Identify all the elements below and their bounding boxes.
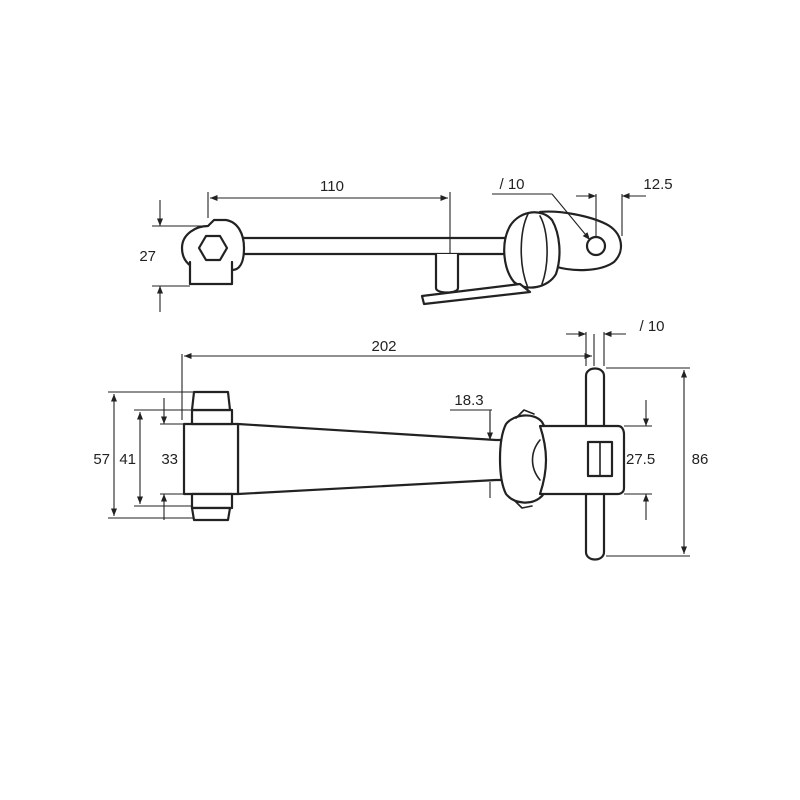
dim-86-label: 86 [692, 451, 709, 468]
dim-202-label: 202 [371, 338, 396, 355]
top-clamp-block [188, 260, 234, 286]
side-clamp-block [182, 422, 240, 496]
hex-nut-icon [197, 234, 229, 262]
dim-41-label: 41 [119, 451, 136, 468]
top-view: 110 27 / 10 12.5 [139, 176, 673, 312]
side-ball-joint [498, 414, 552, 504]
dim-hole-10-label: / 10 [499, 176, 524, 193]
side-nut-bottom-icon [190, 506, 232, 522]
dim-pin-10-label: / 10 [639, 318, 664, 335]
top-lever [420, 282, 532, 306]
dim-27-label: 27 [139, 248, 156, 265]
dim-12-5-label: 12.5 [643, 176, 672, 193]
top-eye-hole-icon [585, 235, 607, 257]
dim-57-label: 57 [93, 451, 110, 468]
side-tapered-arm [236, 422, 506, 496]
side-view: 202 / 10 18.3 57 41 33 27.5 [93, 318, 709, 561]
top-ball-joint [503, 211, 561, 289]
side-nut-top-icon [190, 390, 232, 412]
top-pin [434, 252, 460, 294]
top-rod [230, 236, 514, 256]
dim-110-label: 110 [320, 178, 344, 195]
dim-18-3-label: 18.3 [454, 392, 483, 409]
dim-27-5-label: 27.5 [626, 451, 655, 468]
dim-33-label: 33 [161, 451, 178, 468]
